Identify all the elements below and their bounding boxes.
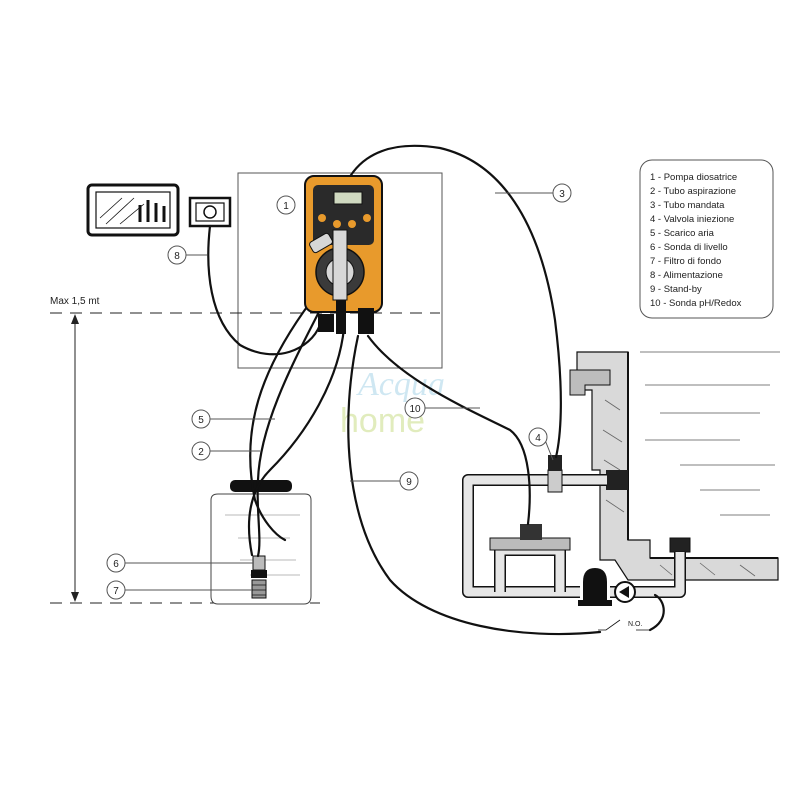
callout-2: 2 xyxy=(191,441,260,461)
legend-item: 3 - Tubo mandata xyxy=(650,200,725,211)
callout-2-label: 2 xyxy=(198,447,204,458)
callout-5-label: 5 xyxy=(198,415,204,426)
callout-3: 3 xyxy=(495,183,572,203)
callout-8-label: 8 xyxy=(174,251,180,262)
callout-9-label: 9 xyxy=(406,477,412,488)
chemical-tank xyxy=(210,480,312,605)
callout-5: 5 xyxy=(191,409,275,429)
pipe-manifold xyxy=(489,455,571,551)
legend-item: 2 - Tubo aspirazione xyxy=(650,186,736,197)
dosing-pump xyxy=(304,175,383,334)
legend: 1 - Pompa diosatrice 2 - Tubo aspirazion… xyxy=(639,159,774,319)
pool-wall xyxy=(569,351,780,581)
callout-4: 4 xyxy=(528,427,554,461)
legend-item: 6 - Sonda di livello xyxy=(650,242,728,253)
legend-item: 4 - Valvola iniezione xyxy=(650,214,734,225)
pool-inlet xyxy=(606,470,628,490)
callout-3-label: 3 xyxy=(559,189,565,200)
legend-item: 9 - Stand-by xyxy=(650,284,702,295)
callout-1-label: 1 xyxy=(283,201,289,212)
callout-10: 10 xyxy=(404,397,480,419)
callout-7-label: 7 xyxy=(113,586,119,597)
circulation-pump: N.O. xyxy=(578,568,650,631)
legend-item: 8 - Alimentazione xyxy=(650,270,723,281)
mounting-panel xyxy=(237,172,443,369)
callout-4-label: 4 xyxy=(535,433,541,444)
foot-filter xyxy=(251,579,267,599)
control-monitor xyxy=(86,183,180,237)
watermark-line1: Acqua xyxy=(356,366,445,403)
hoses xyxy=(207,144,665,636)
callout-10-label: 10 xyxy=(409,404,421,415)
watermark: Acqua home xyxy=(340,366,445,440)
no-label: N.O. xyxy=(628,621,642,628)
power-socket xyxy=(188,196,232,228)
level-probe xyxy=(251,555,267,578)
callout-6-label: 6 xyxy=(113,559,119,570)
callout-7: 7 xyxy=(106,580,252,600)
legend-item: 7 - Filtro di fondo xyxy=(650,256,721,267)
height-label: Max 1,5 mt xyxy=(50,296,100,307)
callout-1: 1 xyxy=(276,195,296,215)
legend-item: 1 - Pompa diosatrice xyxy=(650,172,737,183)
callout-6: 6 xyxy=(106,553,253,573)
callout-9: 9 xyxy=(350,471,419,491)
legend-item: 10 - Sonda pH/Redox xyxy=(650,298,742,309)
callout-8: 8 xyxy=(167,245,207,265)
legend-item: 5 - Scarico aria xyxy=(650,228,715,239)
